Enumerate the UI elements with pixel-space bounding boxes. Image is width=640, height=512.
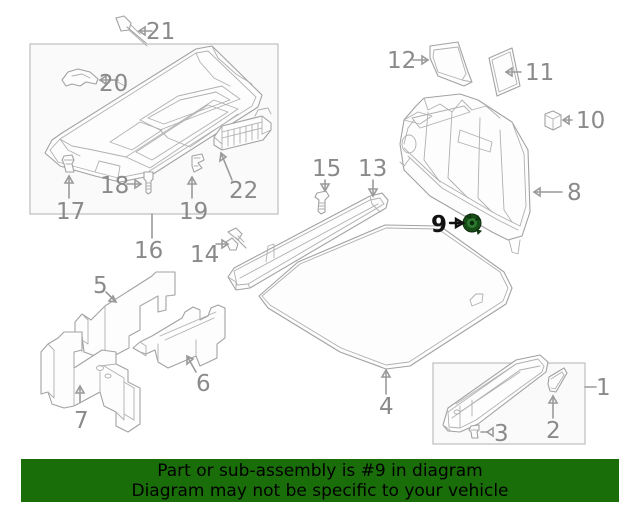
callout-label-12: 12 — [387, 48, 416, 74]
arrowhead-8 — [532, 186, 541, 198]
callout-label-13: 13 — [358, 156, 387, 182]
arrowhead-20 — [98, 74, 107, 86]
arrowhead-18 — [134, 178, 143, 190]
callout-label-16: 16 — [134, 238, 163, 264]
callout-label-6: 6 — [196, 371, 211, 397]
callout-label-18: 18 — [100, 173, 129, 199]
banner-line-primary: Part or sub-assembly is #9 in diagram — [157, 460, 483, 481]
part-tray-grommet — [61, 154, 75, 173]
part-tray-bolt — [143, 171, 154, 195]
arrowhead-3 — [485, 426, 494, 438]
arrowhead-4 — [380, 368, 392, 378]
callout-label-9: 9 — [431, 212, 447, 238]
callout-label-20: 20 — [99, 71, 128, 97]
callout-label-7: 7 — [74, 408, 89, 434]
leader-6 — [186, 355, 197, 373]
part-retainer-clip — [468, 424, 480, 439]
part-quarter-trim-panel — [399, 93, 531, 255]
arrowhead-7 — [74, 384, 86, 394]
callout-label-14: 14 — [190, 242, 219, 268]
part-trim-cover-plate — [488, 47, 521, 97]
part-vent-grille-louver — [213, 107, 272, 151]
callout-label-5: 5 — [93, 273, 108, 299]
callout-label-22: 22 — [229, 178, 258, 204]
part-rear-sill-garnish-molding — [227, 192, 389, 291]
callout-label-8: 8 — [567, 180, 582, 206]
leader-22 — [220, 152, 233, 181]
part-cargo-tray-divider — [132, 304, 226, 369]
callout-label-2: 2 — [546, 418, 561, 444]
info-banner: Part or sub-assembly is #9 in diagram Di… — [21, 459, 619, 502]
part-package-tray-shelf — [44, 45, 263, 183]
arrowhead-13 — [367, 188, 379, 198]
arrowhead-14 — [221, 238, 230, 250]
callout-label-10: 10 — [576, 108, 605, 134]
part-cargo-support-bracket — [40, 331, 141, 433]
arrowhead-22 — [218, 151, 228, 163]
part-cargo-floor-carpet-panel — [258, 224, 513, 370]
arrowhead-2 — [547, 394, 559, 404]
part-small-trim-bracket — [547, 367, 568, 393]
part-corner-trim-cover — [429, 41, 473, 87]
callout-label-17: 17 — [56, 199, 85, 225]
part-trim-panel-grommet-clip-highlighted — [462, 213, 482, 235]
arrowhead-9 — [454, 216, 466, 230]
arrowhead-19 — [186, 175, 198, 185]
arrowhead-11 — [504, 66, 513, 78]
part-tray-clip — [191, 153, 205, 173]
arrowhead-5 — [107, 294, 118, 304]
part-hex-cap-nut — [544, 110, 562, 131]
callout-label-3: 3 — [494, 421, 509, 447]
part-tray-hook-bracket — [61, 68, 99, 87]
callout-label-21: 21 — [146, 19, 175, 45]
callout-label-11: 11 — [525, 60, 554, 86]
banner-line-secondary: Diagram may not be specific to your vehi… — [131, 480, 509, 501]
arrowhead-17 — [63, 174, 75, 184]
part-garnish-retaining-pin — [225, 227, 247, 251]
callout-label-4: 4 — [379, 394, 394, 420]
arrowhead-12 — [421, 54, 430, 66]
callout-label-1: 1 — [596, 375, 611, 401]
part-cargo-side-divider-panel — [74, 271, 176, 361]
part-mounting-screw — [314, 190, 330, 215]
part-rear-sill-trim-body — [442, 354, 549, 433]
callout-label-15: 15 — [312, 156, 341, 182]
arrowhead-10 — [561, 114, 570, 126]
callout-label-19: 19 — [179, 199, 208, 225]
arrowhead-15 — [319, 183, 331, 193]
arrowhead-21 — [137, 25, 146, 37]
arrowhead-6 — [186, 354, 195, 366]
part-tray-mounting-screw — [115, 15, 148, 47]
